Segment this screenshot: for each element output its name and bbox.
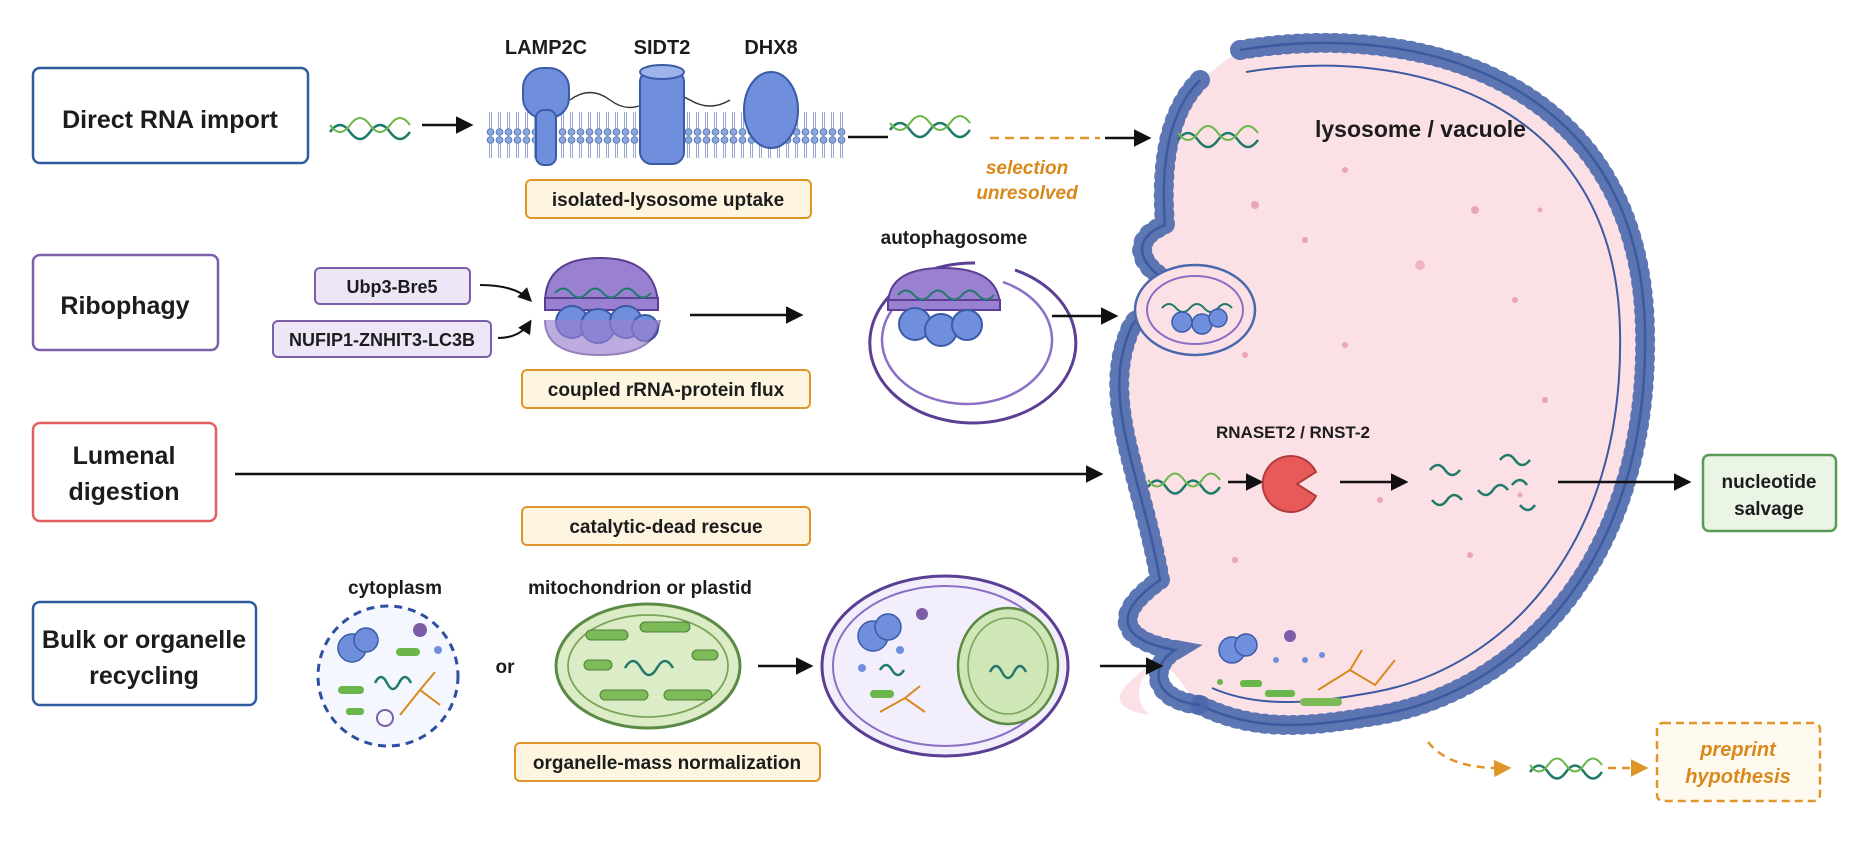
tag-isolated-lysosome-uptake: isolated-lysosome uptake [525,179,812,219]
svg-text:organelle-mass normalization: organelle-mass normalization [533,753,801,774]
svg-text:recycling: recycling [89,662,199,690]
tag-organelle-mass-normalization: organelle-mass normalization [514,742,821,782]
or-label: or [496,657,516,678]
svg-text:NUFIP1-ZNHIT3-LC3B: NUFIP1-ZNHIT3-LC3B [289,330,475,350]
selection-unresolved-note-2: unresolved [976,183,1078,204]
pathway-box-ribophagy: Ribophagy [31,253,220,352]
svg-text:Ubp3-Bre5: Ubp3-Bre5 [346,277,437,297]
dashed-arrow-exit [1427,741,1512,778]
sidt2-label: SIDT2 [634,37,691,59]
svg-text:isolated-lysosome uptake: isolated-lysosome uptake [552,190,784,211]
rna-strand-exported [1528,757,1604,780]
fusing-autophagosome [1133,263,1257,357]
svg-text:catalytic-dead rescue: catalytic-dead rescue [569,517,762,538]
autophagosome-label: autophagosome [881,228,1028,249]
autophagosome [868,261,1078,425]
pathway-box-lumenal-digestion: Lumenal digestion [31,421,218,523]
dhx8-label: DHX8 [744,37,797,59]
mitochondrion-label: mitochondrion or plastid [528,578,752,599]
svg-text:coupled rRNA-protein flux: coupled rRNA-protein flux [548,380,785,401]
mitochondrion-plastid [554,602,742,730]
sidt2-protein [639,64,685,165]
lysosome-cargo [1217,630,1396,706]
lamp2c-protein [522,67,570,166]
rna-strand-2 [888,115,972,139]
rna-strand-lumen [1146,472,1222,495]
engulfing-autophagosome [820,574,1070,758]
svg-text:salvage: salvage [1734,499,1804,520]
cytoplasm-label: cytoplasm [348,578,442,599]
nucleotide-salvage-box: nucleotide salvage [1701,453,1838,533]
preprint-hypothesis-box: preprint hypothesis [1655,721,1822,803]
ribosome [543,256,661,357]
rnaset2-label: RNASET2 / RNST-2 [1216,423,1370,442]
svg-text:Lumenal: Lumenal [73,442,176,470]
dhx8-protein [743,71,799,149]
svg-text:nucleotide: nucleotide [1721,472,1816,493]
svg-text:Bulk or organelle: Bulk or organelle [42,626,246,654]
pathway-box-bulk-organelle-recycling: Bulk or organelle recycling [31,600,258,707]
rna-strand-entering [1176,125,1260,149]
lysosome-label: lysosome / vacuole [1315,116,1526,142]
pathway-box-direct-rna-import: Direct RNA import [31,66,310,165]
tag-coupled-rrna-protein-flux: coupled rRNA-protein flux [521,369,811,409]
arrow-ubp3 [479,284,532,302]
tag-catalytic-dead-rescue: catalytic-dead rescue [521,506,811,546]
rnaset2-enzyme [1261,455,1318,513]
svg-text:Ribophagy: Ribophagy [60,292,189,320]
nufip1-box: NUFIP1-ZNHIT3-LC3B [272,320,492,358]
cytoplasm-portion [316,604,460,748]
lamp2c-label: LAMP2C [505,37,587,59]
svg-text:preprint: preprint [1699,739,1777,761]
svg-text:hypothesis: hypothesis [1685,766,1791,788]
rna-strand-1 [328,117,412,141]
svg-text:digestion: digestion [68,478,179,506]
arrow-nufip1 [497,319,532,339]
lysosome-vacuole [1109,32,1656,735]
rna-fragments [1429,453,1537,512]
ubp3-bre5-box: Ubp3-Bre5 [314,267,471,305]
svg-text:Direct RNA import: Direct RNA import [62,106,278,134]
selection-unresolved-note-1: selection [986,158,1068,179]
